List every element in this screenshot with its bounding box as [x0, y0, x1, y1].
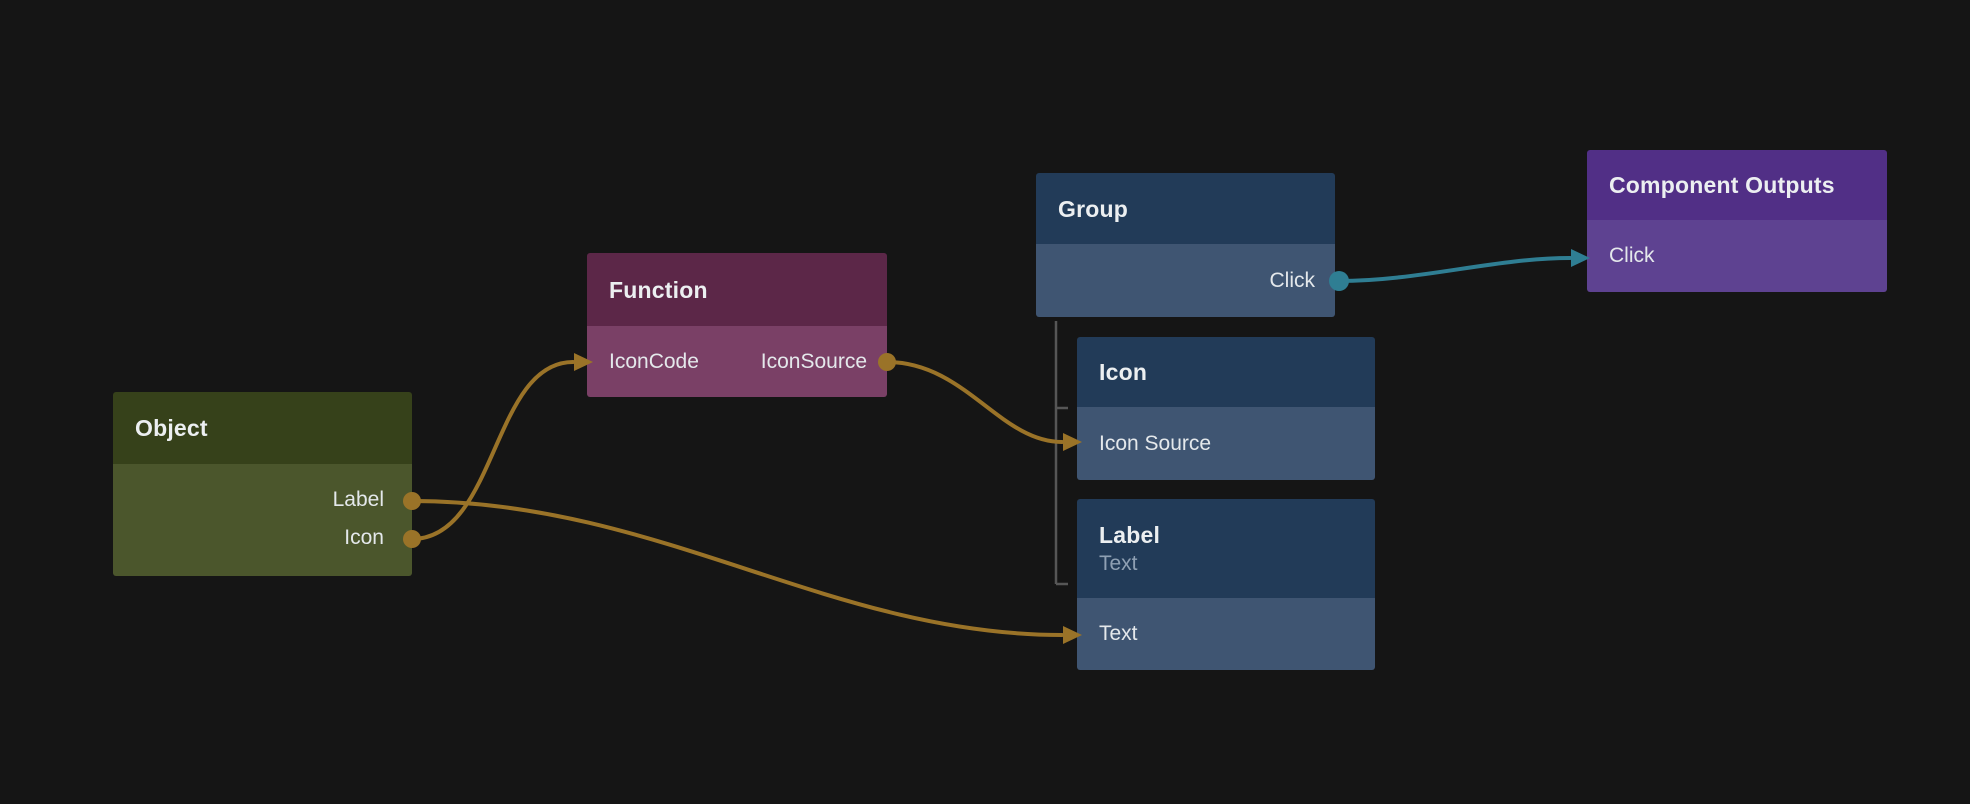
node-label-header: Label Text	[1077, 499, 1375, 598]
node-title: Label	[1099, 521, 1161, 548]
output-port-label[interactable]: Click	[1269, 268, 1316, 292]
node-group[interactable]: Group Click	[1036, 173, 1335, 317]
node-title: Object	[135, 415, 208, 441]
node-group-body: Click	[1036, 244, 1335, 317]
node-title: Component Outputs	[1609, 172, 1835, 198]
wire-group-click-to-componentoutputs-click[interactable]	[1337, 256, 1572, 283]
wire-function-iconsource-to-icon-iconsource[interactable]	[885, 360, 1064, 444]
node-function-header: Function	[587, 253, 887, 326]
input-port-label[interactable]: IconCode	[609, 349, 699, 373]
node-title: Function	[609, 276, 708, 303]
node-component-outputs-body: Click	[1587, 220, 1887, 292]
wire-object-icon-to-function-iconcode[interactable]	[410, 360, 575, 541]
node-object-header: Object	[113, 392, 412, 464]
node-component-outputs-header: Component Outputs	[1587, 150, 1887, 220]
node-object[interactable]: Object Label Icon	[113, 392, 412, 576]
node-function-body: IconCode IconSource	[587, 326, 887, 397]
node-component-outputs[interactable]: Component Outputs Click	[1587, 150, 1887, 292]
input-port-label[interactable]: Click	[1609, 244, 1655, 267]
node-label[interactable]: Label Text Text	[1077, 499, 1375, 670]
output-port-label[interactable]: Label	[332, 488, 384, 511]
node-group-header: Group	[1036, 173, 1335, 244]
node-icon-body: Icon Source	[1077, 407, 1375, 480]
node-object-body: Label Icon	[113, 464, 412, 576]
node-icon[interactable]: Icon Icon Source	[1077, 337, 1375, 480]
node-function[interactable]: Function IconCode IconSource	[587, 253, 887, 397]
node-title: Group	[1058, 195, 1128, 222]
input-port-label[interactable]: Icon Source	[1099, 431, 1212, 455]
wire-object-label-to-label-text[interactable]	[410, 499, 1064, 637]
hierarchy-tree-line	[1054, 321, 1068, 586]
output-port-label[interactable]: IconSource	[760, 349, 867, 373]
node-label-body: Text	[1077, 598, 1375, 670]
node-subtitle: Text	[1099, 551, 1138, 575]
node-title: Icon	[1099, 359, 1148, 385]
input-port-label[interactable]: Text	[1099, 622, 1138, 645]
node-icon-header: Icon	[1077, 337, 1375, 407]
output-port-label[interactable]: Icon	[344, 526, 384, 549]
